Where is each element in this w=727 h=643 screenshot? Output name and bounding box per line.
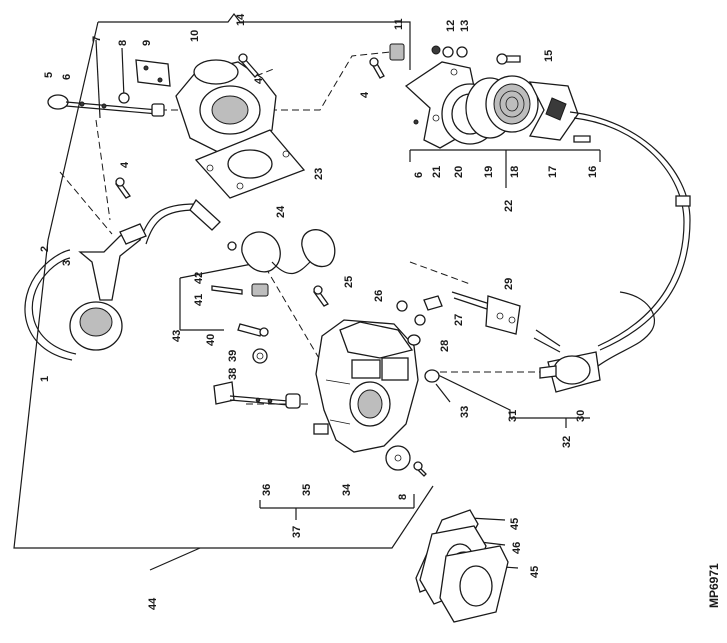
callout-37: 37 (291, 526, 303, 538)
gasket-23 (194, 129, 306, 199)
callout-41: 41 (193, 294, 205, 306)
callout-45-bottom: 45 (529, 566, 541, 578)
float-24 (227, 229, 336, 275)
callout-30: 30 (575, 410, 587, 422)
screw-16 (573, 135, 591, 143)
pin-41-42 (211, 283, 269, 297)
callout-25: 25 (343, 276, 355, 288)
washers-12-13 (431, 45, 468, 58)
screw-8-lower (413, 461, 427, 477)
callout-32: 32 (561, 436, 573, 448)
callout-18: 18 (509, 166, 521, 178)
screw-6-small (413, 119, 419, 125)
callout-15: 15 (543, 50, 555, 62)
callout-12: 12 (445, 20, 457, 32)
screw-4-mid (369, 57, 385, 79)
callout-2: 2 (39, 246, 51, 252)
callout-11: 11 (393, 18, 405, 30)
bimetal-spring-18 (485, 75, 539, 133)
callout-20: 20 (453, 166, 465, 178)
callout-29: 29 (503, 278, 515, 290)
callout-42: 42 (193, 272, 205, 284)
callout-43: 43 (171, 330, 183, 342)
callout-45-top: 45 (509, 518, 521, 530)
callout-10: 10 (189, 30, 201, 42)
screw-4-upper (238, 53, 259, 78)
throttle-spindle-5-7 (47, 94, 165, 117)
callout-13: 13 (459, 20, 471, 32)
callout-labels: 1 2 3 4 4 4 5 6 6 7 8 8 9 10 11 12 13 14… (39, 13, 599, 610)
callout-21: 21 (431, 166, 443, 178)
callout-8-lower: 8 (397, 494, 409, 500)
callout-1: 1 (39, 376, 51, 382)
callout-9: 9 (141, 40, 153, 46)
solenoid-30-32 (533, 291, 656, 393)
upper-throttle-housing-10 (175, 59, 277, 153)
callout-8-upper: 8 (117, 40, 129, 46)
throttle-disc-34 (385, 445, 411, 471)
callout-33: 33 (459, 406, 471, 418)
harness-29 (451, 291, 521, 335)
screw-25 (313, 285, 329, 307)
spacer-45-46 (415, 509, 509, 623)
callout-19: 19 (483, 166, 495, 178)
callout-39: 39 (227, 350, 239, 362)
callout-14: 14 (235, 13, 247, 26)
callout-26: 26 (373, 290, 385, 302)
callout-6-right: 6 (413, 172, 425, 178)
callout-27: 27 (453, 314, 465, 326)
needle-valve-40 (237, 323, 269, 337)
cover-17 (528, 81, 579, 141)
callout-40: 40 (205, 334, 217, 346)
bush-35 (285, 393, 301, 409)
callout-6-left: 6 (61, 74, 73, 80)
washer-33 (424, 369, 440, 383)
callout-31: 31 (507, 410, 519, 422)
callout-38: 38 (227, 368, 239, 380)
plate-9 (135, 59, 171, 87)
nut-8 (118, 92, 130, 104)
callout-22: 22 (503, 200, 515, 212)
callout-5: 5 (43, 72, 55, 78)
callout-17: 17 (547, 166, 559, 178)
ball-26 (396, 300, 408, 312)
screw-4-left (115, 177, 131, 199)
callout-4-upper: 4 (253, 77, 265, 84)
callout-35: 35 (301, 484, 313, 496)
vacuum-unit-2-3 (69, 223, 147, 351)
screw-15 (496, 53, 521, 65)
callout-28: 28 (439, 340, 451, 352)
choke-cable (569, 111, 691, 351)
callout-4-mid: 4 (359, 91, 371, 98)
bush-11 (389, 43, 405, 61)
washer-38-39 (252, 348, 268, 364)
callout-4-left: 4 (119, 161, 131, 168)
jet-27-28 (407, 295, 443, 346)
carburettor-body (313, 319, 419, 453)
hose-1 (24, 198, 221, 361)
callout-7: 7 (91, 36, 103, 42)
reference-code: MP6971 (707, 563, 721, 608)
callout-36: 36 (261, 484, 273, 496)
callout-34: 34 (341, 483, 353, 496)
callout-46: 46 (511, 542, 523, 554)
callout-16: 16 (587, 166, 599, 178)
callout-44: 44 (147, 597, 159, 610)
callout-3: 3 (61, 260, 73, 266)
callout-24: 24 (275, 205, 287, 218)
callout-23: 23 (313, 168, 325, 180)
